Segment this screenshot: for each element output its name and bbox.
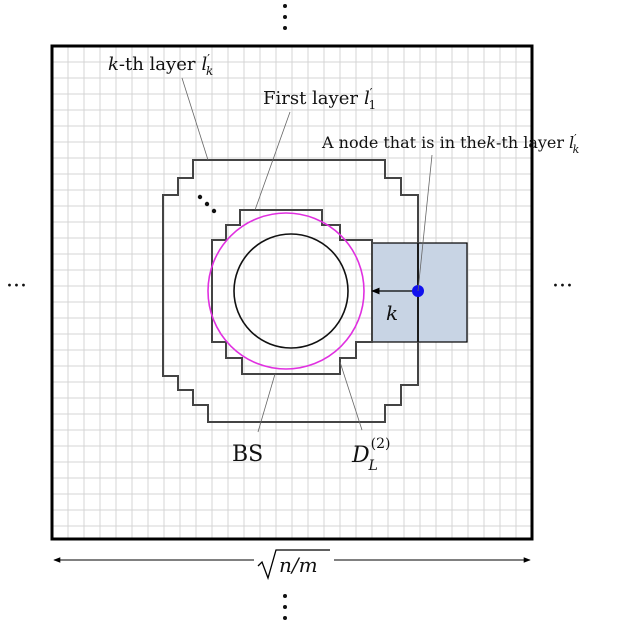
network-frame — [50, 44, 534, 541]
kth-layer-pointer — [181, 77, 209, 161]
width-label: n/m — [279, 553, 318, 577]
kth-layer-boundary — [162, 159, 419, 423]
k-distance-label: k — [386, 301, 398, 325]
bottom-ellipsis — [283, 594, 287, 620]
sqrt-symbol — [257, 549, 330, 581]
left-ellipsis: ··· — [6, 274, 27, 299]
bs-label: BS — [232, 442, 263, 467]
node-pointer — [417, 154, 433, 292]
bs-pointer — [257, 373, 276, 433]
outer-circle — [207, 212, 365, 370]
layer-dot-2 — [204, 201, 210, 207]
right-ellipsis: ··· — [552, 274, 573, 299]
layer-dot-3 — [211, 208, 217, 214]
first-layer-pointer — [254, 111, 291, 211]
first-layer-boundary — [211, 209, 373, 375]
dl-label: D(2)L — [351, 436, 390, 474]
width-label-bg — [254, 548, 334, 578]
bs-disk-boundary — [233, 233, 349, 349]
layer-dot-1 — [197, 194, 203, 200]
dl-pointer — [339, 361, 363, 431]
top-ellipsis — [283, 4, 287, 30]
